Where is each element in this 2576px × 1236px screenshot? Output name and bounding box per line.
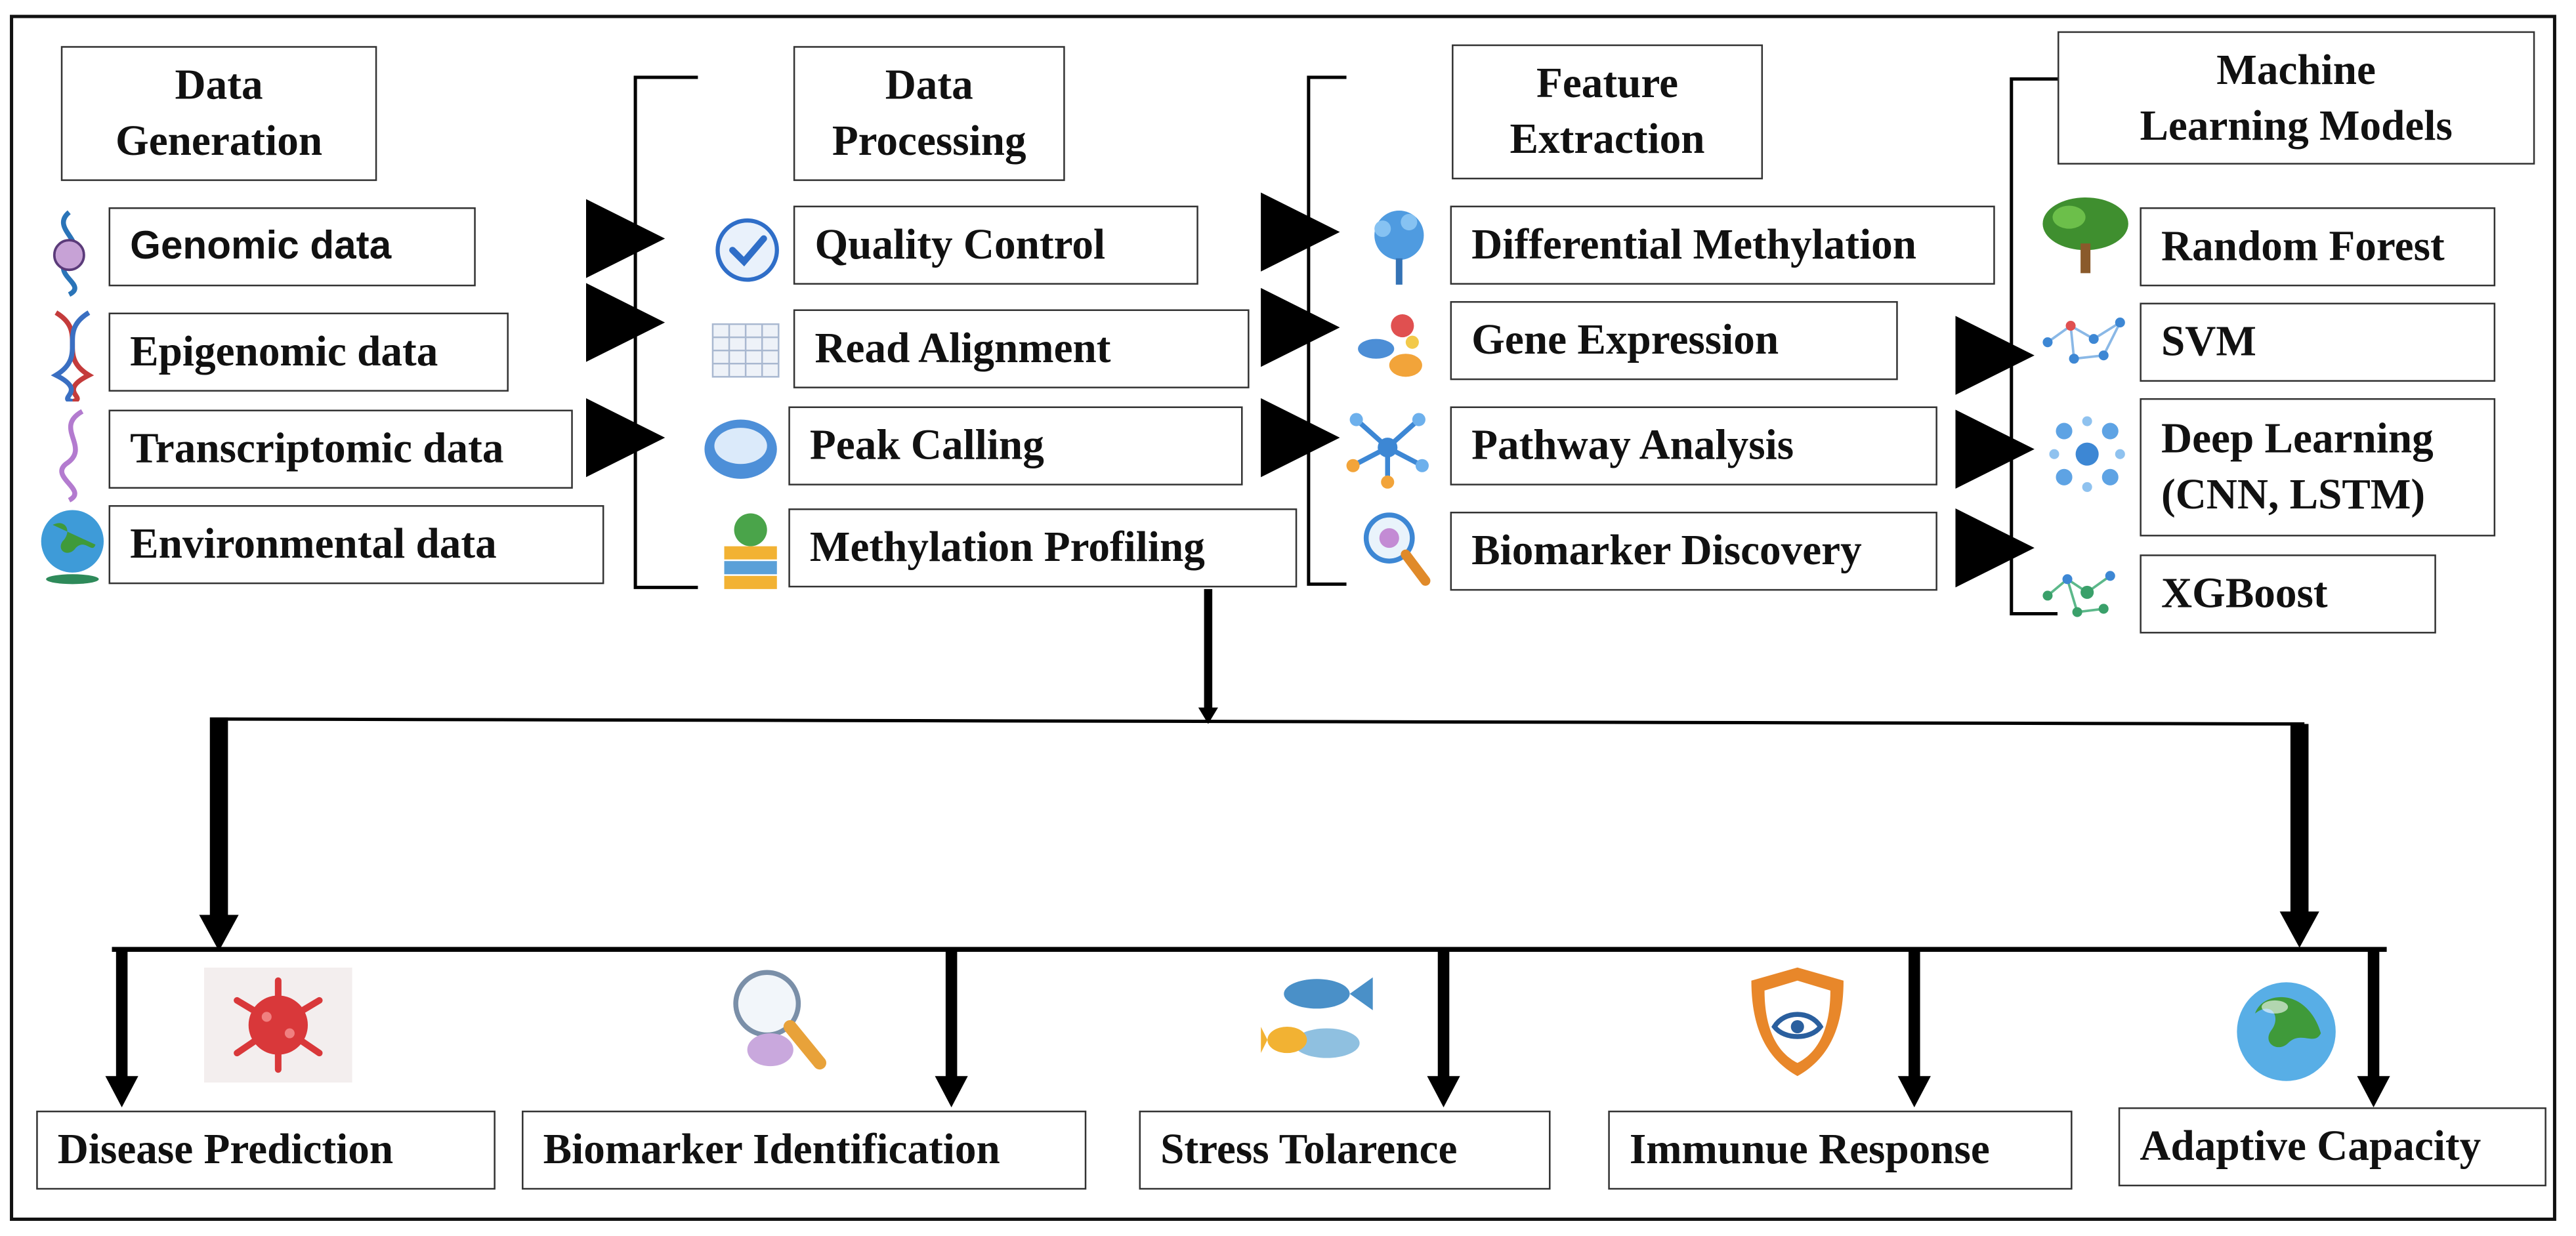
database-icon (724, 513, 777, 589)
header-line: Processing (832, 117, 1026, 165)
svm-box: SVM (2140, 302, 2496, 382)
item-label: (CNN, LSTM) (2161, 470, 2426, 519)
disease-prediction-box: Disease Prediction (36, 1110, 496, 1190)
deep-learning-box: Deep Learning (CNN, LSTM) (2140, 398, 2496, 537)
xgboost-box: XGBoost (2140, 554, 2436, 634)
item-label: XGBoost (2161, 569, 2328, 617)
processing-bracket (633, 75, 698, 589)
pathway-network-icon (1346, 413, 1429, 489)
upper-horizontal (214, 717, 2305, 726)
item-label: Transcriptomic data (130, 424, 504, 472)
header-line: Learning Models (2140, 101, 2453, 149)
globe-icon (41, 510, 104, 585)
item-label: Pathway Analysis (1471, 421, 1794, 469)
dna-helix-icon (51, 310, 95, 402)
random-forest-box: Random Forest (2140, 207, 2496, 287)
item-label: Methylation Profiling (809, 523, 1205, 571)
fish-icon (1261, 977, 1373, 1058)
tree-icon (2042, 197, 2128, 274)
item-label: Random Forest (2161, 222, 2445, 270)
disc-icon (704, 419, 777, 479)
svm-network-icon (2042, 318, 2125, 364)
diagram-frame (10, 14, 2556, 1221)
dna-capsule-icon (53, 210, 85, 297)
item-label: Environmental data (130, 520, 497, 568)
shield-icon (1751, 967, 1844, 1077)
header-line: Machine (2216, 45, 2376, 93)
item-label: SVM (2161, 318, 2256, 365)
virus-icon (203, 967, 352, 1083)
item-label: Gene Expression (1471, 316, 1779, 364)
peak-calling-box: Peak Calling (788, 406, 1243, 485)
item-label: Differential Methylation (1471, 220, 1917, 268)
biomarker-identification-box: Biomarker Identification (522, 1110, 1087, 1190)
epigenomic-data-box: Epigenomic data (108, 312, 509, 392)
item-label: Deep Learning (2161, 415, 2434, 463)
biomarker-discovery-box: Biomarker Discovery (1450, 511, 1937, 591)
quality-control-box: Quality Control (793, 205, 1198, 285)
stress-tolarence-box: Stress Tolarence (1139, 1110, 1551, 1190)
differential-methylation-box: Differential Methylation (1450, 205, 1995, 285)
magnifier-cell-icon (733, 970, 827, 1070)
tree-network-icon (1374, 211, 1424, 285)
header-line: Feature (1536, 59, 1679, 108)
header-line: Data (175, 60, 263, 109)
earth-icon (2237, 982, 2336, 1081)
header-line: Generation (115, 117, 323, 165)
rna-strand-icon (59, 409, 84, 503)
boost-network-icon (2042, 571, 2115, 617)
adaptive-capacity-box: Adaptive Capacity (2118, 1107, 2546, 1187)
item-label: Read Alignment (814, 324, 1111, 372)
environmental-data-box: Environmental data (108, 505, 604, 585)
item-label: Epigenomic data (130, 327, 438, 375)
outcome-label: Disease Prediction (57, 1125, 394, 1174)
pathway-analysis-box: Pathway Analysis (1450, 406, 1937, 485)
header-line: Extraction (1510, 115, 1705, 163)
table-grid-icon (711, 323, 780, 378)
header-line: Data (885, 60, 973, 109)
read-alignment-box: Read Alignment (793, 309, 1250, 388)
item-label: Genomic data (130, 224, 392, 268)
gene-expression-box: Gene Expression (1450, 300, 1898, 381)
transcriptomic-data-box: Transcriptomic data (108, 409, 573, 489)
item-label: Peak Calling (809, 421, 1044, 469)
outcome-label: Stress Tolarence (1160, 1125, 1458, 1174)
outcome-label: Adaptive Capacity (2140, 1122, 2481, 1170)
methylation-profiling-box: Methylation Profiling (788, 508, 1298, 588)
genomic-data-box: Genomic data (108, 207, 476, 287)
magnifier-icon (1363, 512, 1431, 586)
immunue-response-box: Immunue Response (1608, 1110, 2073, 1190)
outcome-label: Immunue Response (1629, 1125, 1990, 1174)
item-label: Biomarker Discovery (1471, 526, 1862, 575)
cells-cluster-icon (1358, 314, 1422, 377)
neural-network-icon (2049, 416, 2125, 492)
outcome-label: Biomarker Identification (543, 1125, 1000, 1174)
item-label: Quality Control (814, 220, 1106, 268)
checkmark-icon (715, 218, 779, 282)
